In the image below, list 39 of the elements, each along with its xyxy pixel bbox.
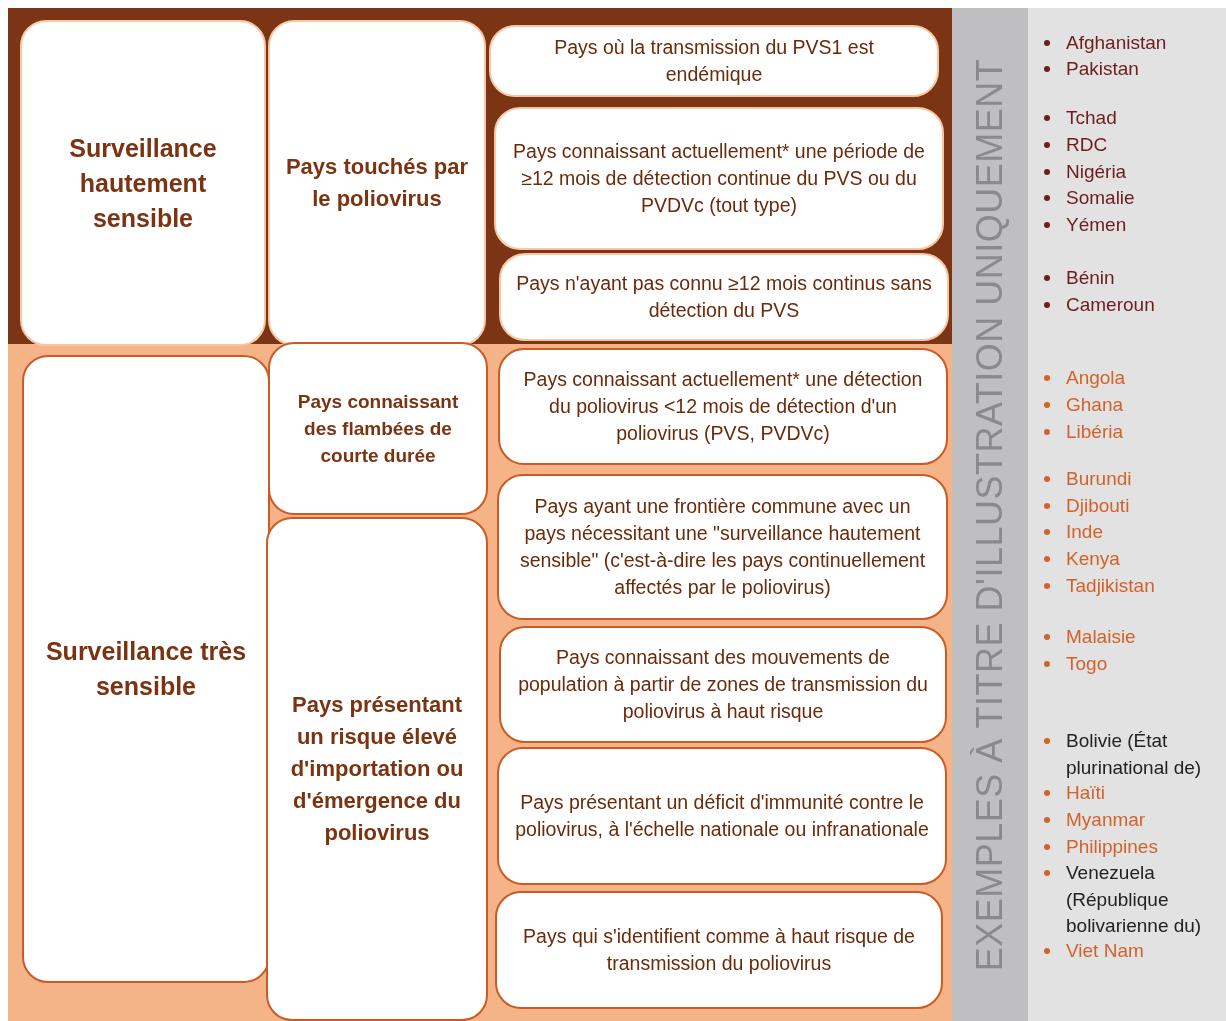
country-name: Ghana <box>1044 392 1219 419</box>
category-box: Pays touchés par le poliovirus <box>268 20 486 346</box>
country-name: Cameroun <box>1044 292 1219 319</box>
category-box: Pays présentant un risque élevé d'importation ou d'émergence du poliovirus <box>266 517 488 1021</box>
country-name: Pakistan <box>1044 56 1219 83</box>
country-name: Venezuela (République bolivarienne du) <box>1044 860 1219 940</box>
country-name: Tadjikistan <box>1044 573 1219 600</box>
country-name: Bénin <box>1044 265 1219 292</box>
country-name: RDC <box>1044 132 1219 159</box>
country-name: Kenya <box>1044 546 1219 573</box>
country-name: Haïti <box>1044 780 1219 807</box>
country-name: Philippines <box>1044 834 1219 861</box>
criterion-box: Pays ayant une frontière commune avec un pays nécessitant une "surveillance hautement sensible" (c'est-à-dire les pays continuellement affectés par le poliovirus) <box>497 474 948 620</box>
criterion-box: Pays n'ayant pas connu ≥12 mois continus sans détection du PVS <box>499 253 949 341</box>
country-name: Inde <box>1044 519 1219 546</box>
country-name: Djibouti <box>1044 493 1219 520</box>
country-name: Viet Nam <box>1044 938 1219 965</box>
criterion-box: Pays présentant un déficit d'immunité contre le poliovirus, à l'échelle nationale ou infranationale <box>497 747 947 885</box>
category-box: Pays connaissant des flambées de courte durée <box>268 342 488 515</box>
country-name: Somalie <box>1044 185 1219 212</box>
vertical-band <box>952 8 1028 1021</box>
criterion-box: Pays connaissant des mouvements de population à partir de zones de transmission du poliovirus à haut risque <box>499 626 947 743</box>
country-name: Nigéria <box>1044 159 1219 186</box>
country-name: Bolivie (État plurinational de) <box>1044 728 1219 781</box>
criterion-box: Pays connaissant actuellement* une détection du poliovirus <12 mois de détection d'un poliovirus (PVS, PVDVc) <box>498 348 948 465</box>
country-name: Angola <box>1044 365 1219 392</box>
country-name: Tchad <box>1044 105 1219 132</box>
country-name: Yémen <box>1044 212 1219 239</box>
surveillance-level-box: Surveillance très sensible <box>22 355 270 983</box>
country-name: Malaisie <box>1044 624 1219 651</box>
country-name: Afghanistan <box>1044 30 1219 57</box>
criterion-box: Pays où la transmission du PVS1 est endémique <box>489 25 939 97</box>
criterion-box: Pays connaissant actuellement* une période de ≥12 mois de détection continue du PVS ou du PVDVc (tout type) <box>494 107 944 250</box>
country-name: Togo <box>1044 651 1219 678</box>
surveillance-level-box: Surveillance hautement sensible <box>20 20 266 346</box>
country-name: Libéria <box>1044 419 1219 446</box>
criterion-box: Pays qui s'identifient comme à haut risque de transmission du poliovirus <box>495 891 943 1009</box>
country-name: Myanmar <box>1044 807 1219 834</box>
country-name: Burundi <box>1044 466 1219 493</box>
